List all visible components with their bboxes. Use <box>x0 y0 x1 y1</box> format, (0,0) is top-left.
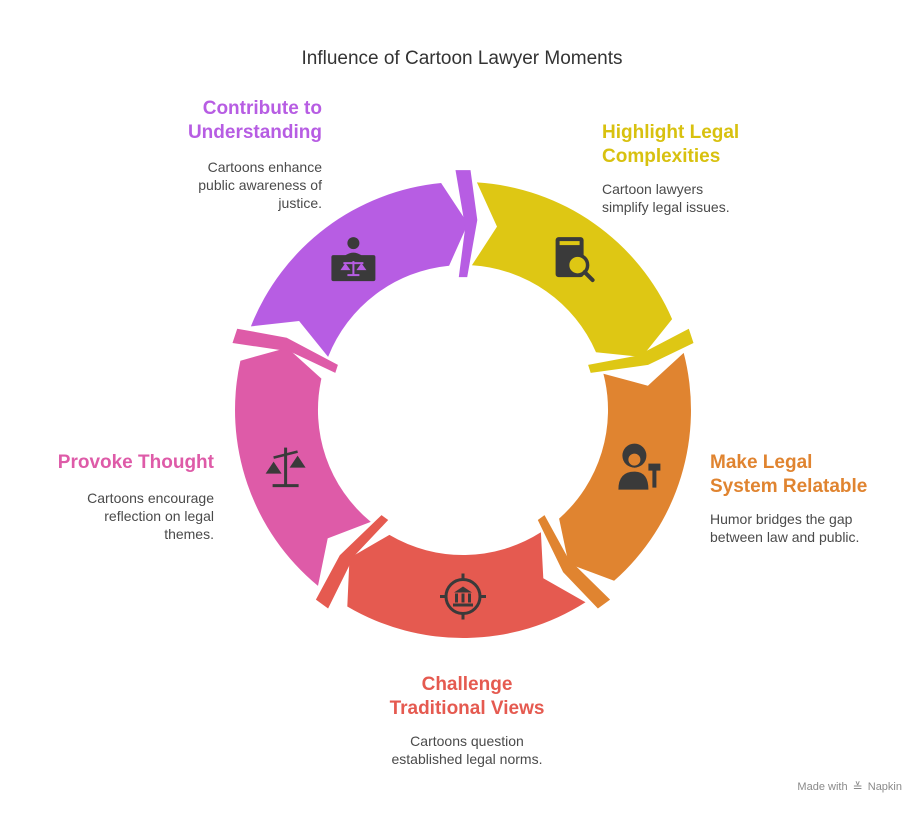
desc-contribute-to-understanding: Cartoons enhance public awareness of jus… <box>100 158 322 212</box>
ring-segment-relatable <box>559 352 691 581</box>
heading-line-2: Understanding <box>187 122 322 143</box>
heading-line-2: System Relatable <box>710 476 868 497</box>
desc-line-1: Humor bridges the gap <box>710 511 853 527</box>
heading-line-2: Traditional Views <box>389 698 545 719</box>
desc-make-legal-system-relatable: Humor bridges the gap between law and pu… <box>710 510 859 546</box>
heading-highlight-legal-complexities: Highlight Legal Complexities <box>602 121 739 169</box>
desc-line-1: Cartoons enhance <box>207 159 322 175</box>
heading-line-2: Complexities <box>602 146 721 167</box>
judge-at-bench-icon <box>331 237 376 282</box>
desc-line-1: Cartoon lawyers <box>602 181 704 197</box>
heading-provoke-thought: Provoke Thought <box>20 451 214 475</box>
diagram-title: Influence of Cartoon Lawyer Moments <box>301 48 623 69</box>
ring-divider-tab <box>455 170 478 278</box>
made-with-napkin-credit[interactable]: Made with ≚ Napkin <box>797 780 902 794</box>
desc-line-2: established legal norms. <box>391 751 543 767</box>
credit-label: Made with <box>797 781 848 793</box>
law-book-search-icon <box>555 237 595 283</box>
credit-brand: Napkin <box>867 781 902 793</box>
heading-line-1: Contribute to <box>202 98 322 119</box>
desc-line-2: reflection on legal <box>104 508 214 524</box>
napkin-logo-icon: ≚ <box>852 780 863 794</box>
heading-line-1: Highlight Legal <box>602 122 740 143</box>
lawyer-with-gavel-icon <box>618 443 661 490</box>
heading-contribute-to-understanding: Contribute to Understanding <box>100 97 322 145</box>
heading-line-1: Challenge <box>421 674 513 695</box>
desc-challenge-traditional-views: Cartoons question established legal norm… <box>352 732 582 768</box>
desc-line-1: Cartoons encourage <box>87 490 214 506</box>
ring-divider-tab <box>537 515 611 609</box>
ring-divider-tab <box>588 328 694 373</box>
desc-highlight-legal-complexities: Cartoon lawyers simplify legal issues. <box>602 180 730 216</box>
ring-divider-tab <box>232 328 338 373</box>
heading-line-1: Make Legal <box>710 452 813 473</box>
desc-provoke-thought: Cartoons encourage reflection on legal t… <box>20 489 214 543</box>
desc-line-2: simplify legal issues. <box>602 199 730 215</box>
ring-divider-tab <box>315 515 389 609</box>
heading-make-legal-system-relatable: Make Legal System Relatable <box>710 451 867 499</box>
desc-line-3: themes. <box>164 526 214 542</box>
courthouse-target-icon <box>440 573 486 620</box>
ring-segment-challenge <box>347 532 586 639</box>
heading-challenge-traditional-views: Challenge Traditional Views <box>352 673 582 721</box>
desc-line-2: between law and public. <box>710 529 860 545</box>
desc-line-3: justice. <box>278 195 322 211</box>
tilted-scales-icon <box>265 447 306 488</box>
desc-line-2: public awareness of <box>198 177 322 193</box>
desc-line-1: Cartoons question <box>410 733 524 749</box>
heading-line-1: Provoke Thought <box>57 452 214 473</box>
